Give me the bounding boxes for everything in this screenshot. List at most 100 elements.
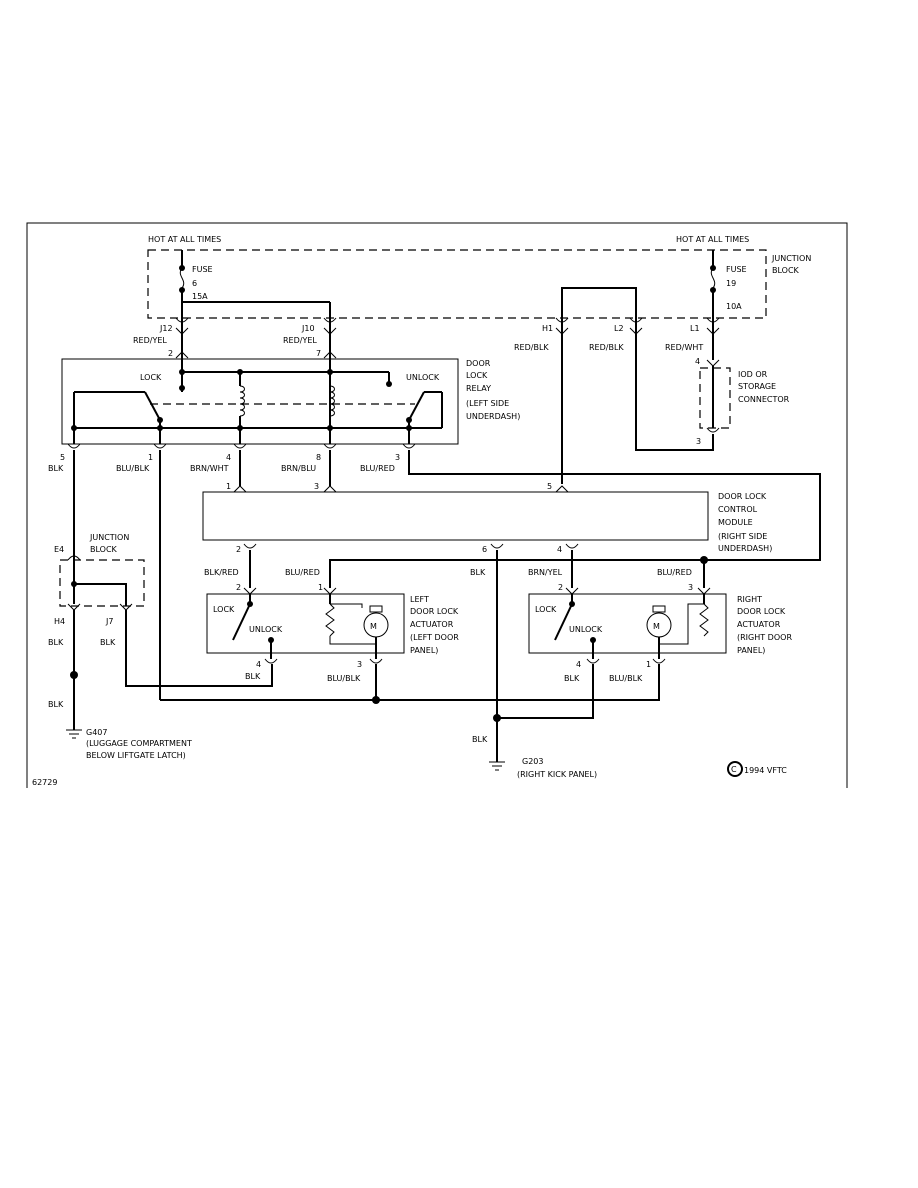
left-actuator-title-3: ACTUATOR bbox=[410, 620, 454, 629]
relay-unlock-switch-arm bbox=[408, 391, 425, 421]
connector-j12-label: J12 bbox=[159, 324, 173, 333]
wire-color-h1: RED/BLK bbox=[514, 343, 549, 352]
connector-h4-terminal bbox=[67, 603, 81, 611]
iod-title: IOD OR bbox=[738, 370, 768, 379]
module-title: DOOR LOCK bbox=[718, 492, 767, 501]
h1-l2-internal-link bbox=[561, 287, 637, 318]
wire-color-j10: RED/YEL bbox=[283, 336, 317, 345]
left-actuator-location-2: PANEL) bbox=[410, 646, 438, 655]
wire-color-l1: RED/WHT bbox=[665, 343, 703, 352]
ground-g203-symbol bbox=[489, 761, 505, 771]
relay-unlock-contact bbox=[386, 381, 392, 387]
iod-connector-outline bbox=[699, 367, 731, 429]
left-junction-block-title-2: BLOCK bbox=[90, 545, 118, 554]
relay-pin1-label: 1 bbox=[148, 453, 153, 462]
fuse6-number: 6 bbox=[192, 279, 197, 288]
left-actuator-resistor-return bbox=[329, 636, 376, 645]
module-top-connectors bbox=[233, 485, 569, 493]
module-pin1-label: 1 bbox=[226, 482, 231, 491]
junction-block-title: JUNCTION bbox=[771, 254, 811, 263]
connector-h1 bbox=[555, 317, 569, 484]
left-actuator-resistor bbox=[325, 603, 335, 637]
left-actuator-title-2: DOOR LOCK bbox=[410, 607, 459, 616]
door-lock-control-module-box bbox=[202, 491, 709, 541]
wire-color-blured-left: BLU/RED bbox=[285, 568, 320, 577]
connector-l2-label: L2 bbox=[614, 324, 624, 333]
left-junction-block-title: JUNCTION bbox=[89, 533, 129, 542]
left-junction-splice bbox=[71, 581, 77, 587]
iod-pin3-label: 3 bbox=[696, 437, 701, 446]
connector-h4-label: H4 bbox=[54, 617, 65, 626]
module-pin5-label: 5 bbox=[547, 482, 552, 491]
right-actuator-unlock-label: UNLOCK bbox=[569, 625, 603, 634]
relay-unlock-label: UNLOCK bbox=[406, 373, 440, 382]
ground-g407-label: G407 bbox=[86, 728, 107, 737]
module-bottom-pin6-label: 6 bbox=[482, 545, 487, 554]
right-door-lock-actuator-box bbox=[528, 593, 727, 654]
right-actuator-location-2: PANEL) bbox=[737, 646, 765, 655]
relay-pin5-label: 5 bbox=[60, 453, 65, 462]
relay-bus-junction-4 bbox=[327, 369, 333, 375]
left-actuator-wire4-color: BLK bbox=[245, 672, 261, 681]
relay-ground-bus-junction-4 bbox=[327, 425, 333, 431]
module-title-2: CONTROL bbox=[718, 505, 758, 514]
wire-color-blured-right: BLU/RED bbox=[657, 568, 692, 577]
right-actuator-pin4-wire bbox=[497, 664, 594, 719]
left-actuator-lock-label: LOCK bbox=[213, 605, 235, 614]
left-actuator-pin2-label: 2 bbox=[236, 583, 241, 592]
relay-bottom-connectors bbox=[67, 443, 416, 449]
right-actuator-pin1-label: 1 bbox=[646, 660, 651, 669]
right-actuator-title: RIGHT bbox=[737, 595, 762, 604]
right-actuator-pin3-terminal bbox=[697, 587, 711, 595]
left-actuator-resistor-loop bbox=[330, 603, 363, 608]
fuse19-rating: 10A bbox=[726, 302, 742, 311]
relay-wire3-color: BLU/RED bbox=[360, 464, 395, 473]
left-actuator-pin3-label: 3 bbox=[357, 660, 362, 669]
relay-location: (LEFT SIDE bbox=[466, 399, 509, 408]
relay-lock-switch-arm bbox=[144, 391, 161, 421]
relay-pin2-label: 2 bbox=[168, 349, 173, 358]
wire-blublk-common-bus bbox=[160, 664, 660, 701]
ground-g407-location-2: BELOW LIFTGATE LATCH) bbox=[86, 751, 186, 760]
copyright-text: 1994 VFTC bbox=[744, 766, 787, 775]
splice-blublk bbox=[372, 696, 380, 704]
door-lock-relay-box bbox=[61, 358, 459, 445]
right-actuator-motor-letter: M bbox=[653, 622, 660, 631]
connector-e4-terminal bbox=[67, 555, 81, 561]
right-actuator-pin1-terminal bbox=[652, 658, 666, 664]
diagram-frame bbox=[26, 222, 848, 788]
module-pin3-label: 3 bbox=[314, 482, 319, 491]
wire-relay-pin3-blured bbox=[408, 450, 821, 561]
relay-ground-bus-junction-5 bbox=[406, 425, 412, 431]
ground-g407-location: (LUGGAGE COMPARTMENT bbox=[86, 739, 192, 748]
relay-bus-junction bbox=[179, 369, 185, 375]
relay-pin2-terminal bbox=[175, 351, 189, 359]
splice-h4 bbox=[70, 671, 78, 679]
left-actuator-pin4-label: 4 bbox=[256, 660, 261, 669]
left-junction-block-outline bbox=[59, 559, 145, 607]
module-bottom-pin2-label: 2 bbox=[236, 545, 241, 554]
hot-at-all-times-label-left: HOT AT ALL TIMES bbox=[148, 235, 221, 244]
right-actuator-motor-housing bbox=[652, 605, 666, 613]
junction-block-title-2: BLOCK bbox=[772, 266, 800, 275]
relay-bus-junction-2 bbox=[179, 385, 185, 391]
left-actuator-motor-letter: M bbox=[370, 622, 377, 631]
wire-color-blkred: BLK/RED bbox=[204, 568, 239, 577]
right-actuator-switch-arm bbox=[554, 603, 573, 641]
relay-title-2: LOCK bbox=[466, 371, 488, 380]
left-actuator-unlock-label: UNLOCK bbox=[249, 625, 283, 634]
left-door-lock-actuator-box bbox=[206, 593, 405, 654]
relay-pin4-label: 4 bbox=[226, 453, 231, 462]
iod-pin3-terminal bbox=[706, 427, 720, 433]
right-actuator-pin4-label: 4 bbox=[576, 660, 581, 669]
connector-h1-label: H1 bbox=[542, 324, 553, 333]
left-actuator-pin3-terminal bbox=[369, 658, 383, 664]
figure-id: 62729 bbox=[32, 778, 57, 787]
right-actuator-resistor-loop bbox=[659, 603, 704, 645]
left-actuator-pin1-terminal bbox=[323, 587, 337, 595]
module-location: (RIGHT SIDE bbox=[718, 532, 767, 541]
module-location-2: UNDERDASH) bbox=[718, 544, 772, 553]
relay-wire1-color: BLU/BLK bbox=[116, 464, 150, 473]
junction-block-outline bbox=[147, 249, 767, 319]
